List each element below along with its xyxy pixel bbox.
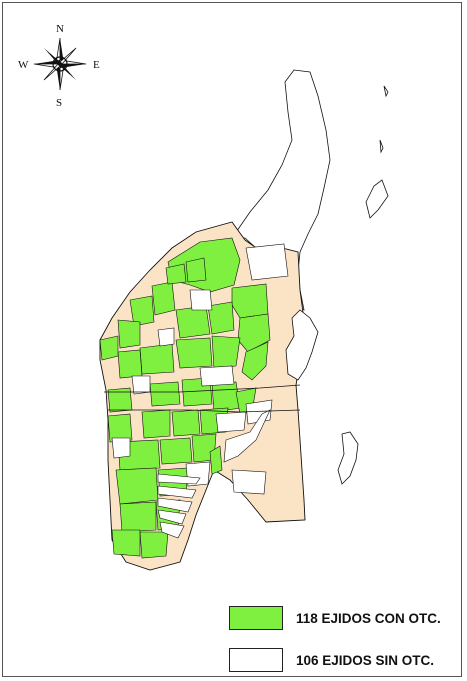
legend-swatch-white — [229, 648, 283, 672]
compass-west-label: W — [18, 59, 29, 71]
legend-item-with-otc: 118 EJIDOS CON OTC. — [229, 605, 441, 631]
compass-north-label: N — [56, 23, 64, 35]
islands — [285, 85, 389, 485]
ejidos-with-otc — [99, 237, 271, 559]
ejidos-without-otc — [111, 243, 289, 539]
compass-east-label: E — [93, 59, 100, 71]
legend-item-without-otc: 106 EJIDOS SIN OTC. — [229, 647, 434, 673]
compass-south-label: S — [56, 97, 62, 109]
compass-rose-icon — [33, 37, 87, 91]
legend-label-without-otc: 106 EJIDOS SIN OTC. — [296, 652, 435, 668]
legend-swatch-green — [229, 606, 283, 630]
legend-label-with-otc: 118 EJIDOS CON OTC. — [296, 610, 441, 626]
municipal-boundaries — [104, 384, 301, 413]
